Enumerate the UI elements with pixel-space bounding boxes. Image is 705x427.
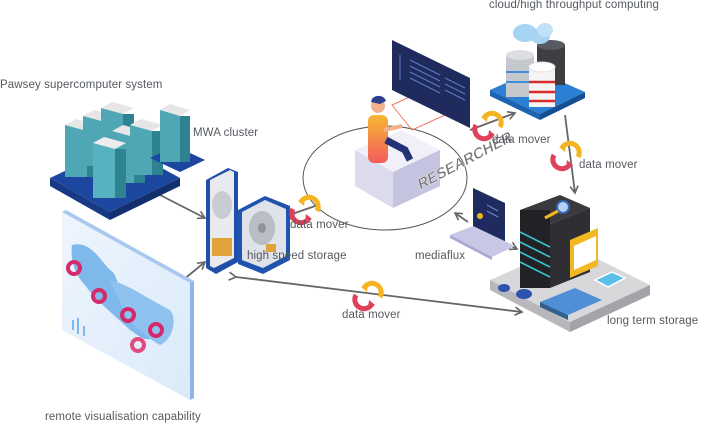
cloud-computing-icon bbox=[490, 23, 585, 120]
data-mover-icon bbox=[550, 140, 582, 172]
data-mover-label-right: data mover bbox=[579, 159, 638, 171]
data-mover-label-top: data mover bbox=[492, 134, 551, 146]
mwa-cluster-label: MWA cluster bbox=[193, 127, 259, 139]
high-speed-storage-icon bbox=[206, 168, 290, 274]
cloud-computing-label: cloud/high throughput computing bbox=[489, 0, 659, 11]
data-mover-icon bbox=[472, 110, 504, 142]
data-mover-label-bottom: data mover bbox=[342, 309, 401, 321]
map-marker bbox=[66, 260, 82, 276]
map-marker bbox=[91, 288, 107, 304]
data-mover-icons bbox=[289, 110, 582, 312]
high-speed-storage-label: high speed storage bbox=[247, 250, 347, 262]
long-term-storage-icon bbox=[490, 195, 650, 332]
map-marker bbox=[130, 337, 146, 353]
data-mover-icon bbox=[352, 280, 384, 312]
remote-visualisation-icon bbox=[62, 210, 194, 400]
arrow-hss-researcher bbox=[286, 204, 319, 220]
pawsey-supercomputer-icon bbox=[50, 102, 205, 220]
data-mover-icon bbox=[289, 194, 321, 226]
data-mover-label-storage: data mover bbox=[290, 219, 349, 231]
arrow-cluster-storage bbox=[151, 187, 207, 220]
long-term-storage-label: long term storage bbox=[607, 315, 699, 327]
researcher-icon bbox=[355, 40, 470, 208]
arrow-cloud-longterm bbox=[564, 114, 579, 195]
pawsey-label: Pawsey supercomputer system bbox=[0, 79, 163, 91]
laptop-icon bbox=[450, 188, 515, 260]
remote-visualisation-label: remote visualisation capability bbox=[45, 411, 201, 423]
map-marker bbox=[120, 307, 136, 323]
arrow-laptop-orbit bbox=[453, 212, 469, 223]
map-marker bbox=[148, 322, 164, 338]
mediaflux-label: mediaflux bbox=[415, 250, 466, 262]
